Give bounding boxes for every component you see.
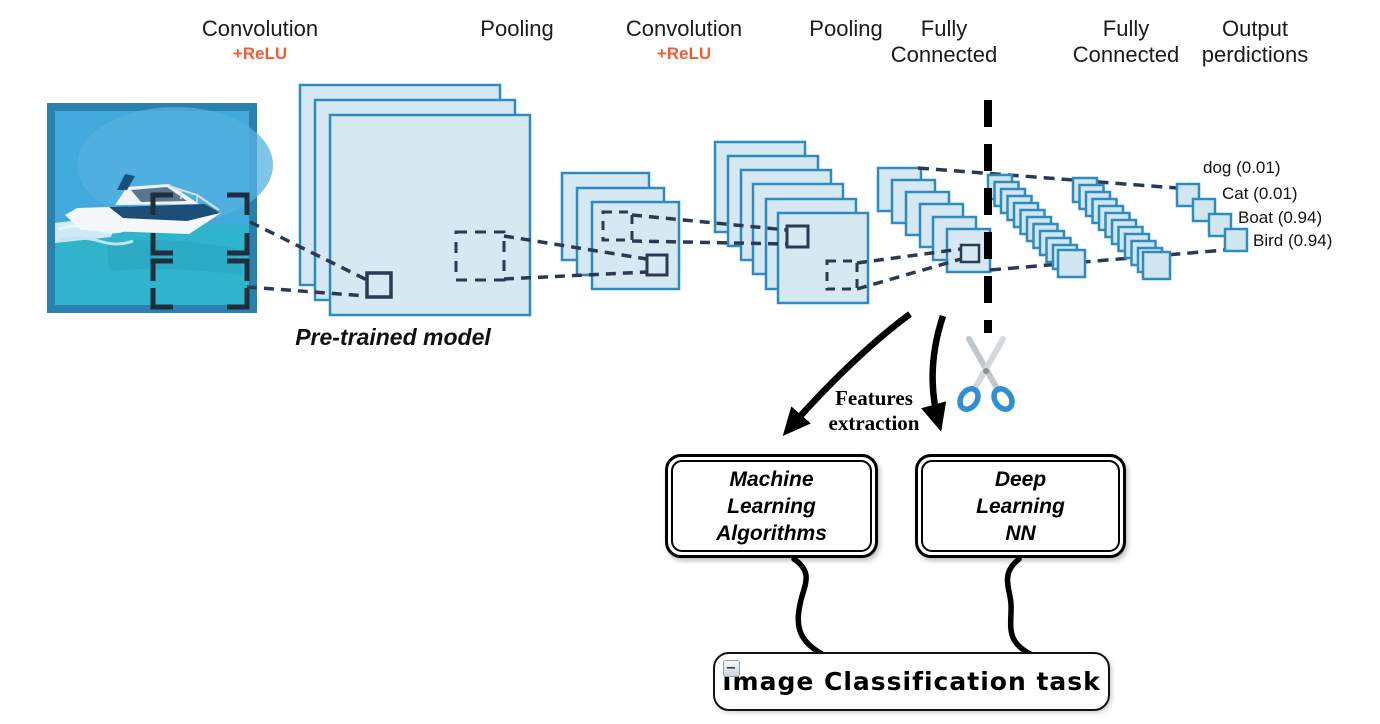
pooling1-feature-maps	[560, 171, 681, 291]
pooling2-feature-maps	[876, 166, 992, 274]
features-extraction-label: Features extraction	[828, 386, 920, 435]
prediction-bird: Bird (0.94)	[1253, 231, 1333, 250]
stage-label-output-predictions: Output perdictions	[1201, 16, 1309, 67]
stage-label-pooling-2: Pooling	[809, 16, 883, 41]
output-nodes	[1175, 182, 1249, 253]
fc-connection-lines	[917, 166, 1226, 272]
relu-label-1: +ReLU	[232, 44, 288, 63]
fc2-layer	[1071, 176, 1172, 281]
relu-label-2: +ReLU	[656, 44, 712, 63]
prediction-boat: Boat (0.94)	[1238, 208, 1323, 227]
task-connectors	[791, 556, 1035, 658]
feature-extraction-arrows	[782, 311, 947, 437]
task-label: Image Classification task	[722, 667, 1101, 696]
pretrained-model-label: Pre-trained model	[295, 324, 491, 350]
arrow-to-dl	[921, 314, 947, 432]
stage-label-pooling-1: Pooling	[480, 16, 554, 41]
conv1-feature-maps	[298, 83, 532, 317]
receptive-field-lines	[246, 213, 962, 298]
scissors-icon	[957, 336, 1015, 412]
arrow-to-ml	[782, 311, 912, 437]
collapse-minus-icon[interactable]: −	[723, 660, 740, 677]
machine-learning-box: Machine Learning Algorithms	[665, 454, 878, 558]
prediction-dog: dog (0.01)	[1203, 158, 1281, 177]
fc1-layer	[986, 173, 1087, 279]
stage-label-convolution-2: Convolution +ReLU	[625, 16, 743, 63]
stage-label-fully-connected-2: Fully Connected	[1072, 16, 1180, 67]
stage-label-convolution-1: Convolution +ReLU	[201, 16, 319, 63]
kernel-squares	[365, 210, 981, 299]
image-classification-task-box: − Image Classification task	[713, 652, 1110, 711]
deep-learning-box: Deep Learning NN	[915, 454, 1126, 558]
conv2-feature-maps	[713, 140, 870, 305]
stage-label-fully-connected-1: Fully Connected	[890, 16, 998, 67]
prediction-cat: Cat (0.01)	[1222, 184, 1298, 203]
selection-brackets	[150, 192, 250, 310]
boat-input-image	[47, 103, 273, 313]
